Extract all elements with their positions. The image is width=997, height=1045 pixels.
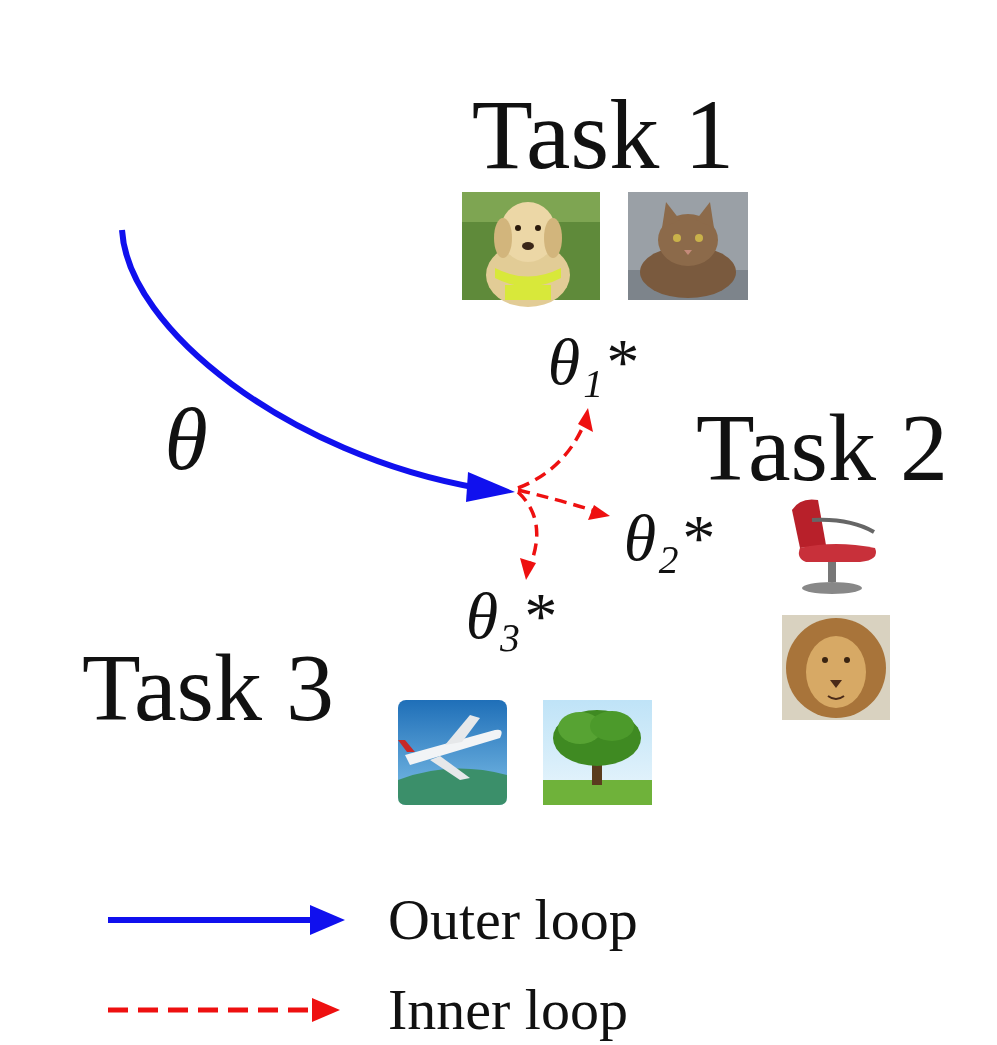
legend-text: Inner loop (388, 981, 628, 1039)
parameter-label: θ₁* (548, 329, 636, 395)
cat-picture (628, 192, 748, 300)
inner-loop-arrows (518, 422, 598, 566)
parameter-label: θ₃* (466, 583, 554, 649)
parameter-label: θ₂* (624, 505, 712, 571)
airplane-picture (398, 700, 507, 805)
chair-picture (792, 499, 876, 594)
legend-text: Outer loop (388, 891, 638, 949)
outer-loop-arrow (122, 230, 515, 502)
tree-picture (543, 700, 652, 805)
lion-picture (782, 615, 890, 720)
task-title: Task 2 (696, 400, 948, 496)
inner-loop-arrowheads (520, 408, 610, 580)
parameter-label: θ (164, 396, 207, 484)
task-title: Task 1 (472, 85, 734, 185)
task-title: Task 3 (82, 640, 334, 736)
legend-samples (108, 905, 345, 1022)
dog-picture (462, 192, 600, 307)
